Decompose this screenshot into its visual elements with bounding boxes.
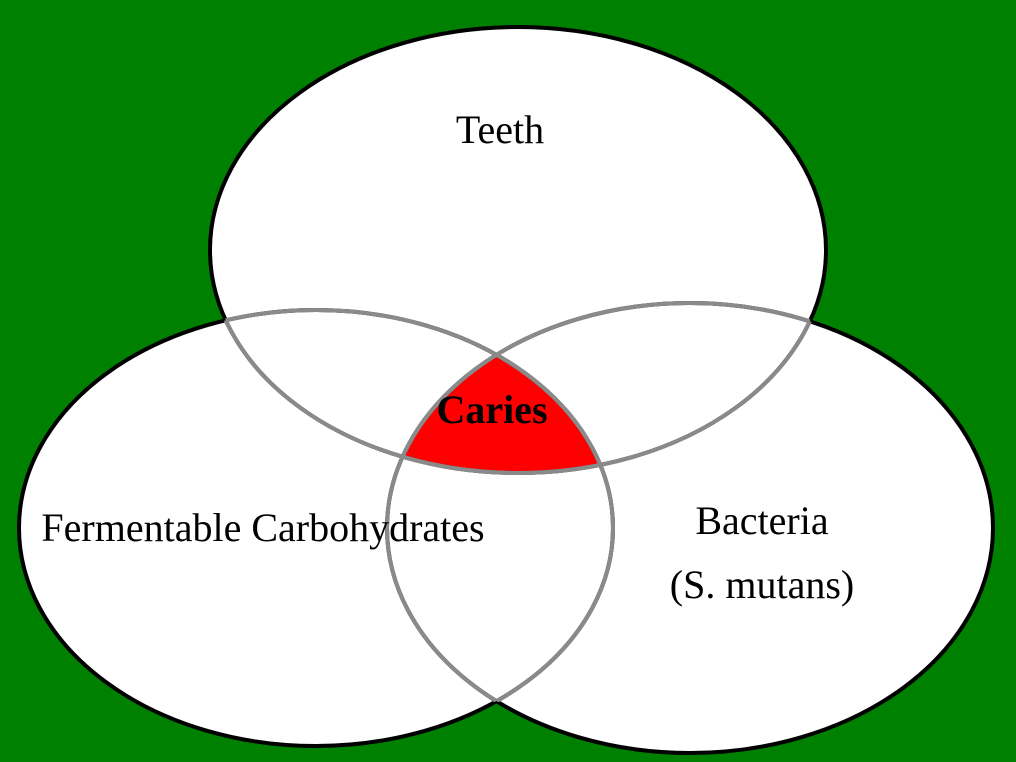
bacteria-inner-arc-a: [385, 301, 826, 473]
caries-label: Caries: [436, 387, 547, 432]
carbohydrates-label: Fermentable Carbohydrates: [41, 505, 484, 550]
teeth-inner-arc-b: [387, 303, 828, 475]
carbohydrates-inner-arc-b: [387, 308, 615, 748]
bacteria-label: Bacteria: [695, 498, 828, 543]
teeth-label: Teeth: [456, 107, 544, 152]
bacteria-inner-arc-b: [385, 310, 613, 746]
bacteria-sublabel: (S. mutans): [670, 562, 854, 607]
carbohydrates-inner-arc-a: [210, 308, 615, 473]
